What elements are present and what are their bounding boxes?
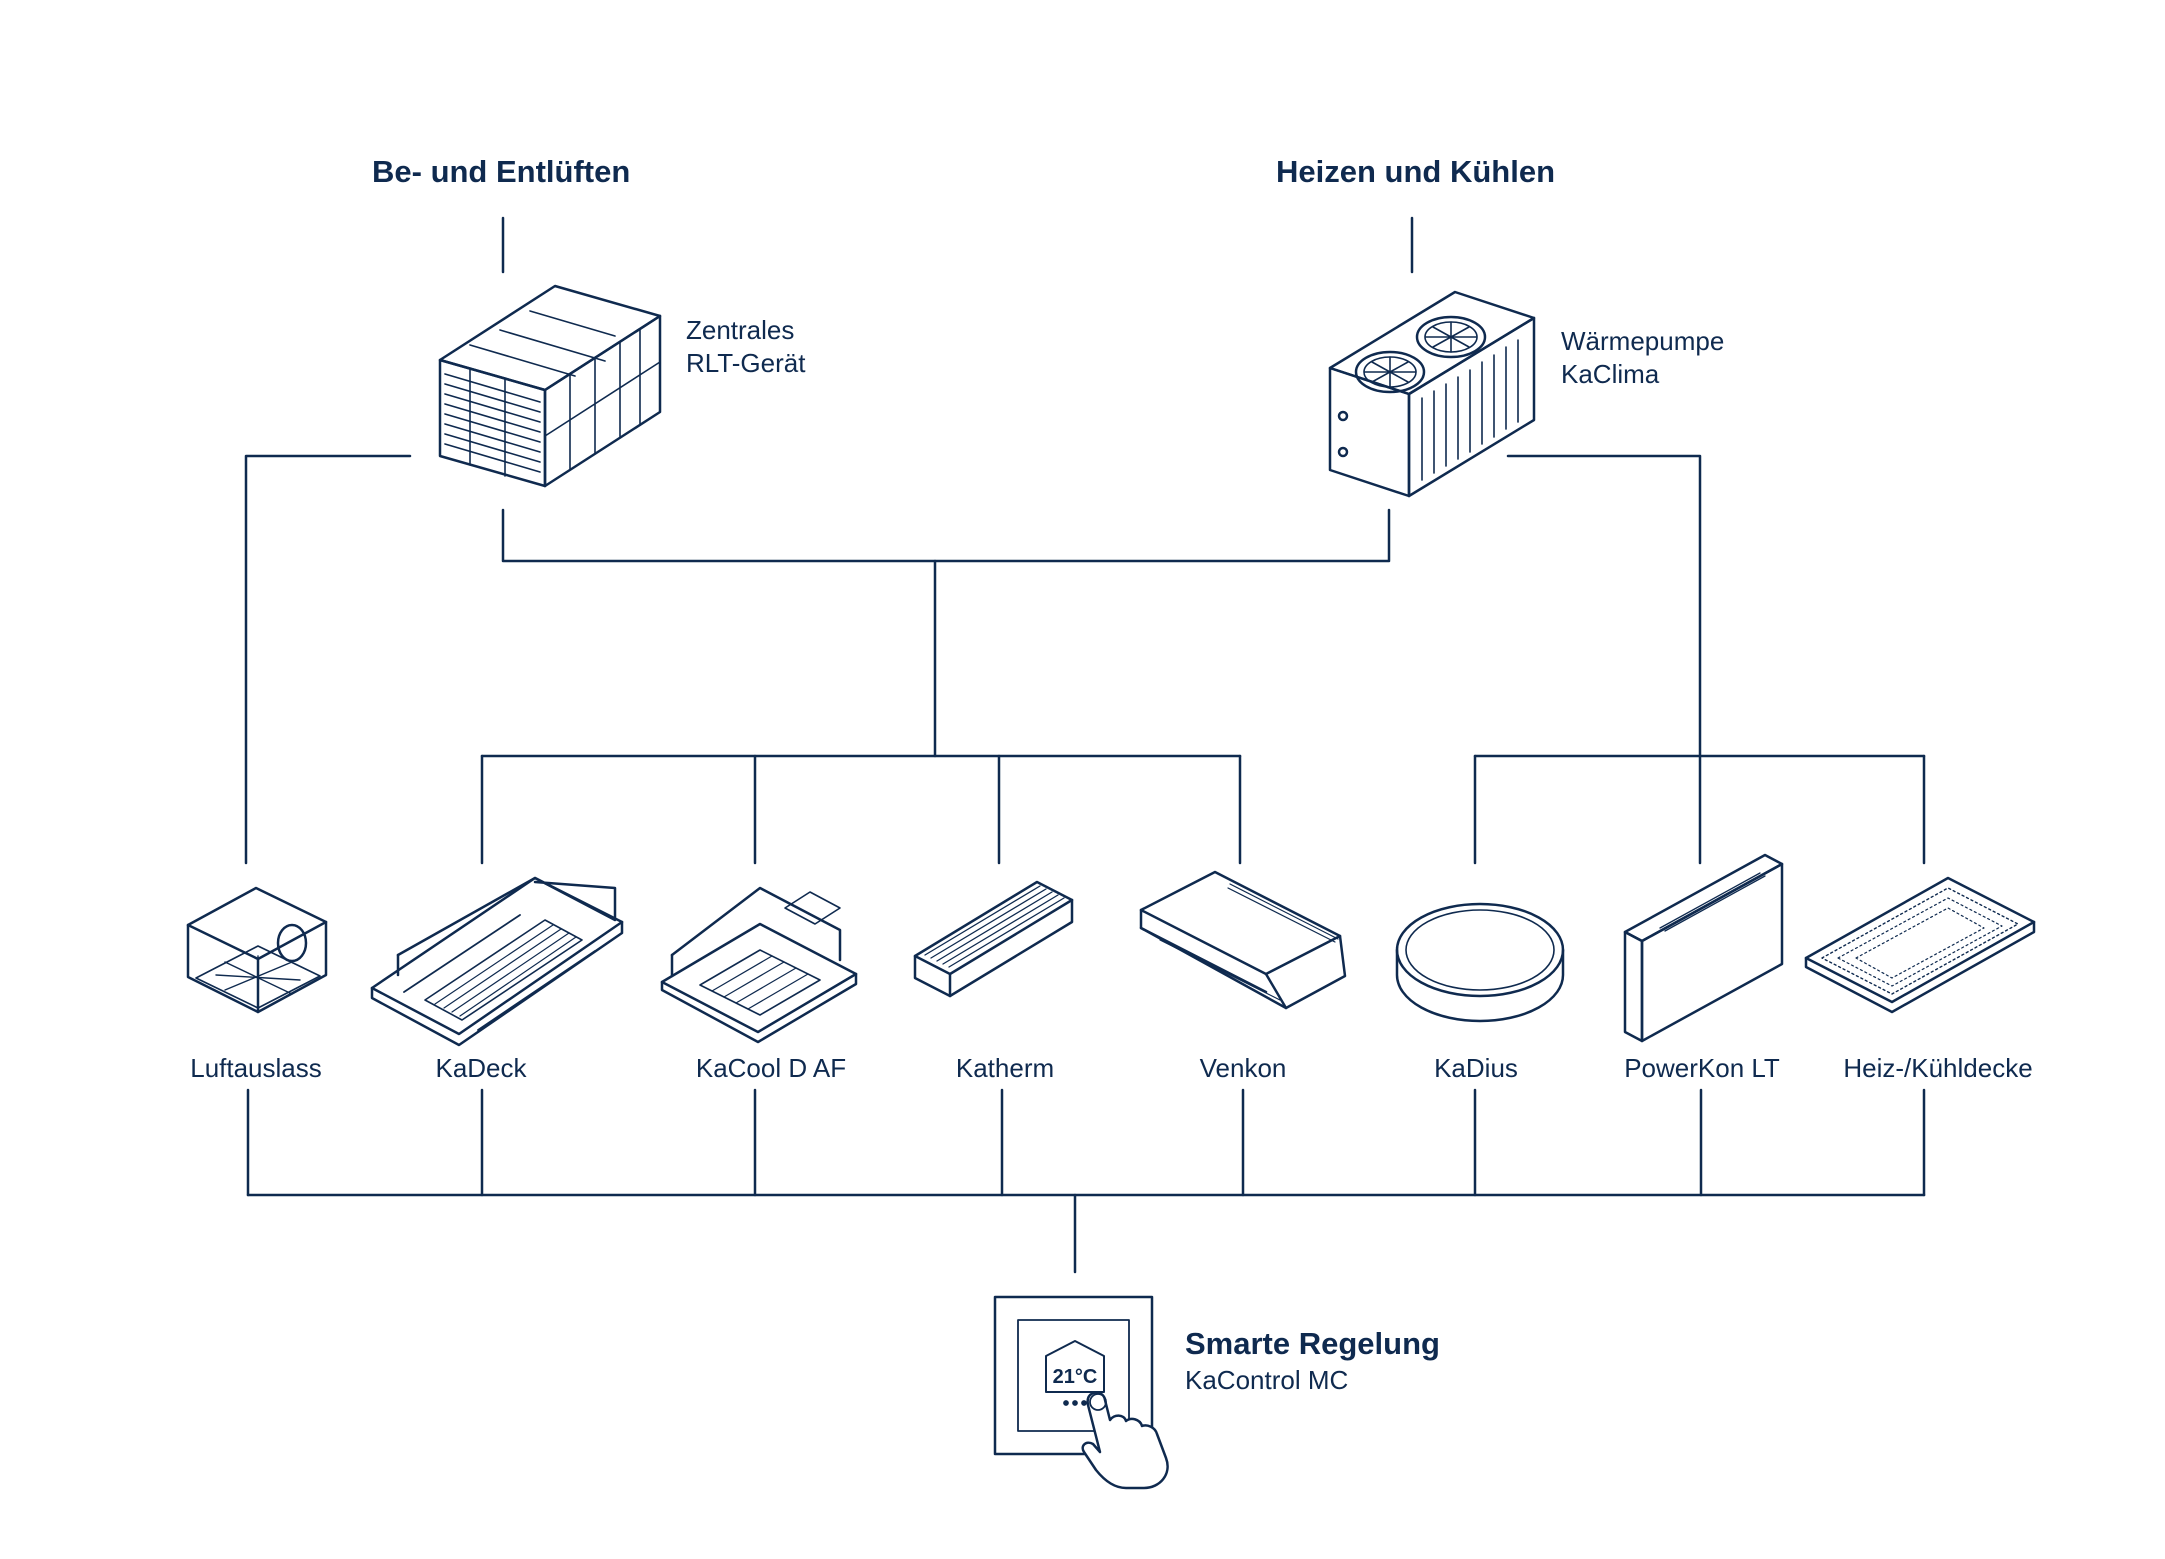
rlt-label-line1: Zentrales bbox=[686, 315, 795, 345]
floor-convector-icon bbox=[913, 880, 1074, 998]
product-label-kadius: KaDius bbox=[1434, 1053, 1518, 1083]
pointing-hand-icon bbox=[1081, 1391, 1169, 1490]
heatpump-label: Wärmepumpe KaClima bbox=[1561, 325, 1724, 391]
cassette-unit-icon bbox=[660, 886, 858, 1044]
wall-heater-icon bbox=[1623, 853, 1784, 1043]
fan-coil-icon bbox=[1139, 870, 1347, 1010]
air-handling-unit-icon bbox=[438, 284, 662, 488]
product-label-venkon: Venkon bbox=[1199, 1053, 1287, 1083]
connector-lines bbox=[244, 216, 1926, 1274]
product-label-heiz-kuehldecke: Heiz-/Kühldecke bbox=[1843, 1053, 2033, 1083]
heatpump-label-line1: Wärmepumpe bbox=[1561, 326, 1725, 356]
smart-thermostat-icon: 21°C bbox=[993, 1295, 1169, 1490]
heat-pump-icon bbox=[1328, 290, 1536, 498]
product-label-kadeck: KaDeck bbox=[435, 1053, 527, 1083]
heatpump-label-line2: KaClima bbox=[1561, 359, 1660, 389]
thermostat-display: 21°C bbox=[1053, 1366, 1098, 1388]
heading-heating-cooling: Heizen und Kühlen bbox=[1276, 154, 1555, 189]
ceiling-cassette-icon bbox=[370, 876, 624, 1047]
round-panel-icon bbox=[1395, 902, 1565, 1023]
product-label-katherm: Katherm bbox=[955, 1053, 1055, 1083]
ceiling-panel-icon bbox=[1804, 876, 2036, 1014]
heading-ventilation: Be- und Entlüften bbox=[372, 154, 631, 189]
rlt-label: Zentrales RLT-Gerät bbox=[686, 314, 805, 380]
control-subtitle: KaControl MC bbox=[1185, 1365, 1349, 1395]
product-label-kacool: KaCool D AF bbox=[695, 1053, 847, 1083]
product-label-powerkon: PowerKon LT bbox=[1624, 1053, 1780, 1083]
rlt-label-line2: RLT-Gerät bbox=[686, 348, 806, 378]
control-title: Smarte Regelung bbox=[1185, 1326, 1440, 1361]
air-outlet-icon bbox=[186, 886, 328, 1014]
product-label-luftauslass: Luftauslass bbox=[190, 1053, 322, 1083]
